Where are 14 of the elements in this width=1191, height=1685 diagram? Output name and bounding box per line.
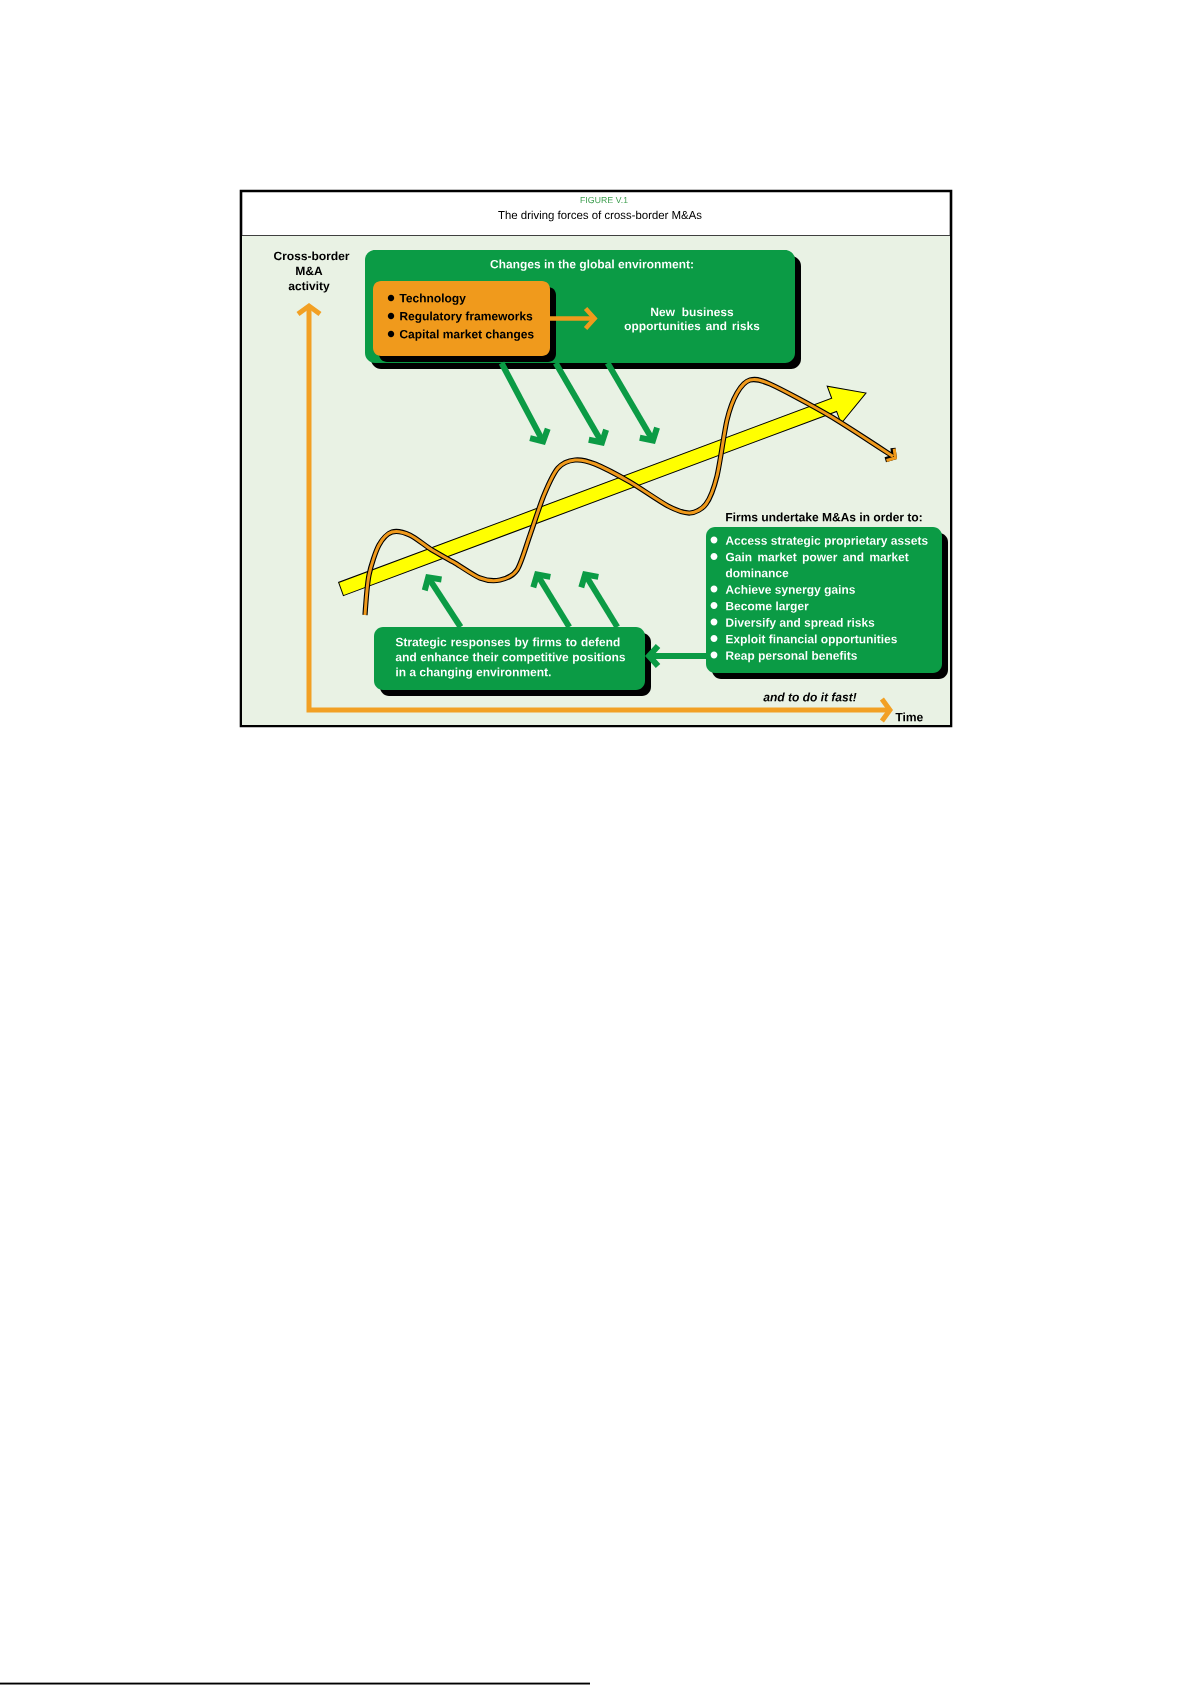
figure-number: FIGURE V.1 bbox=[580, 196, 628, 204]
list-heading: Firms undertake M&As in order to: bbox=[726, 512, 922, 522]
axis-label: Time bbox=[895, 712, 923, 722]
arrow bbox=[605, 361, 660, 444]
note-text: and to do it fast! bbox=[763, 692, 857, 702]
figure-title: The driving forces of cross-border M&As bbox=[498, 210, 702, 222]
arrow bbox=[530, 571, 572, 629]
arrow bbox=[553, 361, 609, 446]
arrow bbox=[421, 574, 464, 629]
arrow bbox=[578, 571, 620, 629]
axis-label: Cross-border M&A activity bbox=[274, 251, 350, 293]
response-box: Strategic responses by firms to defend and enhance their competitive positions in a changing environment. bbox=[374, 627, 651, 696]
arrow bbox=[498, 361, 551, 445]
arrow bbox=[645, 644, 706, 668]
